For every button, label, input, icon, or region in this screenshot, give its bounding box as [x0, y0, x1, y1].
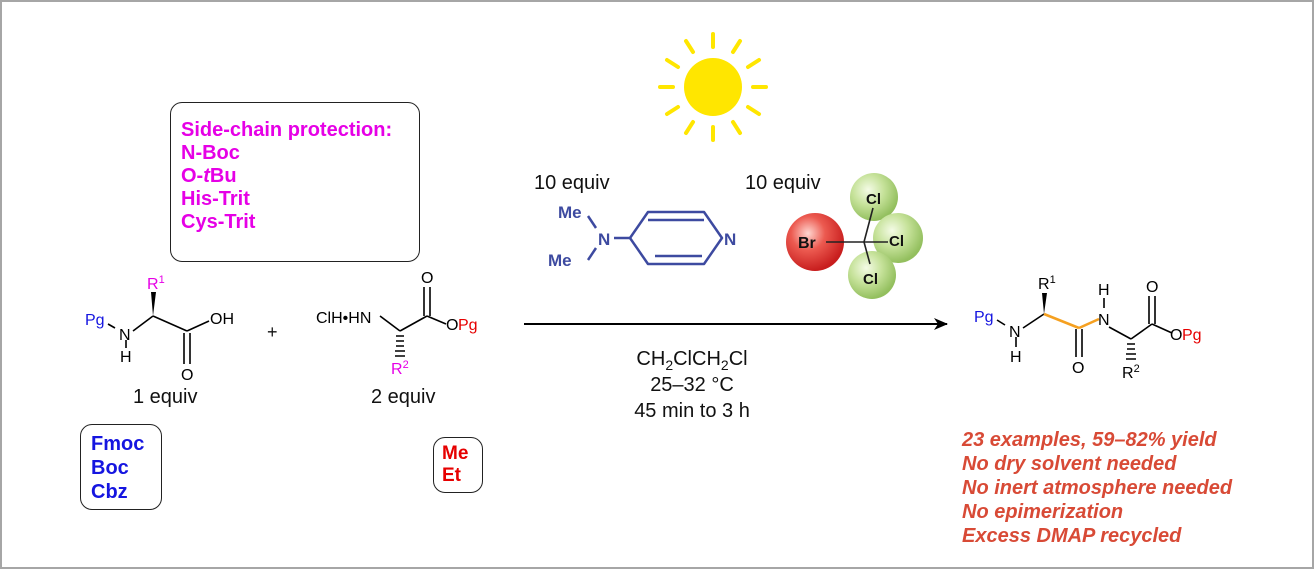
product-n-pg: Pg: [974, 309, 994, 326]
solvent-label: CH2ClCH2Cl: [602, 346, 782, 378]
pg-option-cbz: Cbz: [91, 481, 128, 503]
reactant1-pg: Pg: [85, 312, 105, 329]
cl-label-top: Cl: [866, 191, 881, 208]
pg-option-boc: Boc: [91, 457, 129, 479]
feature-item: Excess DMAP recycled: [962, 525, 1182, 547]
dmap-amine-n: N: [598, 230, 610, 249]
br-label: Br: [798, 235, 816, 252]
temperature-label: 25–32 °C: [650, 374, 734, 396]
ester-option-et: Et: [442, 465, 461, 486]
plus-sign: +: [267, 322, 278, 342]
product-carbonyl-o: O: [1146, 279, 1158, 296]
br-atom: [786, 213, 844, 271]
dmap-methyl-top: Me: [558, 203, 582, 222]
product-ester-pg: Pg: [1182, 327, 1202, 344]
feature-item: No dry solvent needed: [962, 453, 1177, 475]
reactant2-r2: R2: [391, 359, 409, 378]
solvent-sub-2b: 2: [720, 357, 729, 373]
sun-icon: [658, 32, 768, 142]
product-n-terminal: N: [1009, 324, 1021, 341]
reactant1-oh: OH: [210, 311, 234, 328]
reactant2-ester-pg: Pg: [458, 317, 478, 334]
time-label: 45 min to 3 h: [634, 400, 750, 422]
solvent-part-clch: ClCH: [673, 348, 721, 370]
new-amide-bond-cn: [1078, 317, 1100, 330]
feature-list: 23 examples, 59–82% yield No dry solvent…: [962, 428, 1232, 548]
cl-label-bottom: Cl: [863, 271, 878, 288]
reactant1-h: H: [120, 349, 132, 366]
reactant2-amount: 2 equiv: [371, 386, 436, 408]
protection-title: Side-chain protection:: [181, 119, 393, 141]
otbu-prefix: O-: [181, 165, 204, 187]
reactant2-structure: ClH•HN O O Pg R2: [316, 270, 478, 378]
side-chain-protection-box: Side-chain protection: N-Boc O-tBu His-T…: [170, 102, 420, 262]
product-amide-n: N: [1098, 312, 1110, 329]
product-structure: Pg N H R1 O N H O O Pg R2: [974, 274, 1202, 382]
product-amide-h: H: [1098, 282, 1110, 299]
solvent-part-cl: Cl: [728, 348, 748, 370]
product-n-h: H: [1010, 349, 1022, 366]
feature-item: No inert atmosphere needed: [962, 477, 1233, 499]
pg-option-fmoc: Fmoc: [91, 433, 145, 455]
dmap-methyl-bottom: Me: [548, 251, 572, 270]
cbrcl3-amount: 10 equiv: [745, 172, 821, 194]
product-r2: R2: [1122, 363, 1140, 382]
reactant1-amount: 1 equiv: [133, 386, 198, 408]
sun-disc: [684, 58, 742, 116]
feature-item: 23 examples, 59–82% yield: [962, 429, 1217, 451]
cl-atom-right: [873, 213, 923, 263]
ester-option-me: Me: [442, 443, 469, 464]
reactant2-hcl-salt: ClH•HN: [316, 310, 371, 327]
protecting-group-options-box: Fmoc Boc Cbz: [80, 424, 162, 510]
protection-item-cys-trit: Cys-Trit: [181, 211, 256, 233]
protection-item-o-tbu: O-tBu: [181, 165, 419, 188]
reactant1-carbonyl-o: O: [181, 367, 193, 384]
ester-options-box: Me Et: [433, 437, 483, 493]
dmap-structure: N N Me Me: [548, 203, 736, 270]
cl-label-right: Cl: [889, 233, 904, 250]
reactant2-ester-o: O: [446, 317, 458, 334]
dmap-amount: 10 equiv: [534, 172, 610, 194]
reactant1-n: N: [119, 327, 131, 344]
product-ester-o: O: [1170, 327, 1182, 344]
protection-item-n-boc: N-Boc: [181, 142, 240, 164]
otbu-suffix: Bu: [209, 165, 237, 187]
dmap-ring-n: N: [724, 230, 736, 249]
bromotrichloromethane-model: Cl Cl Cl Br: [786, 173, 923, 299]
cl-atom-bottom: [848, 251, 896, 299]
protection-item-his-trit: His-Trit: [181, 188, 250, 210]
feature-item: No epimerization: [962, 501, 1124, 523]
reactant1-r1: R1: [147, 274, 165, 293]
sun-rays: [658, 32, 768, 142]
product-amide-o: O: [1072, 360, 1084, 377]
solvent-sub-2a: 2: [665, 357, 674, 373]
cl-atom-top: [850, 173, 898, 221]
reactant2-carbonyl-o: O: [421, 270, 433, 287]
solvent-part-ch: CH: [636, 348, 666, 370]
new-amide-bond: [1043, 312, 1080, 330]
product-r1: R1: [1038, 274, 1056, 293]
reactant1-structure: Pg N H R1 OH O: [85, 274, 234, 384]
otbu-italic-t: t: [203, 165, 210, 187]
